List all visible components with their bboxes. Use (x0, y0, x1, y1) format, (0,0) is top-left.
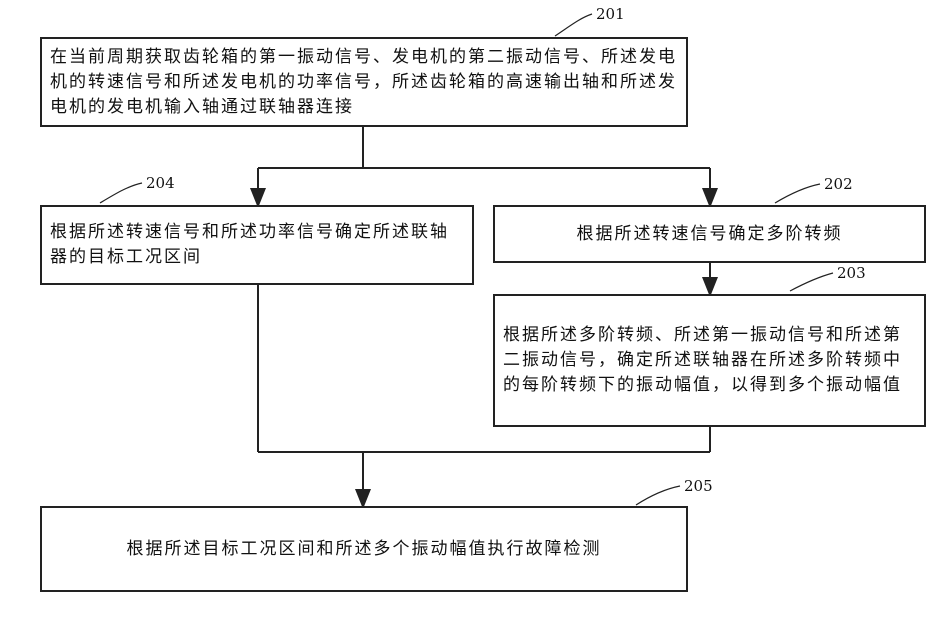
step-box-202: 根据所述转速信号确定多阶转频 (493, 205, 926, 263)
step-box-203: 根据所述多阶转频、所述第一振动信号和所述第二振动信号，确定所述联轴器在所述多阶转… (493, 294, 926, 427)
leader-203 (790, 273, 833, 291)
step-text-205: 根据所述目标工况区间和所述多个振动幅值执行故障检测 (119, 537, 610, 562)
leader-201 (555, 14, 592, 36)
leader-202 (775, 184, 820, 203)
step-text-204: 根据所述转速信号和所述功率信号确定所述联轴器的目标工况区间 (42, 220, 472, 270)
step-number-204: 204 (146, 174, 175, 192)
step-text-203: 根据所述多阶转频、所述第一振动信号和所述第二振动信号，确定所述联轴器在所述多阶转… (495, 323, 924, 398)
leader-204 (100, 183, 142, 203)
step-number-202: 202 (824, 175, 853, 193)
step-box-201: 在当前周期获取齿轮箱的第一振动信号、发电机的第二振动信号、所述发电机的转速信号和… (40, 37, 688, 127)
leader-205 (636, 486, 680, 505)
step-text-202: 根据所述转速信号确定多阶转频 (569, 222, 851, 247)
step-number-203: 203 (837, 264, 866, 282)
step-box-204: 根据所述转速信号和所述功率信号确定所述联轴器的目标工况区间 (40, 205, 474, 285)
step-number-205: 205 (684, 477, 713, 495)
step-number-201: 201 (596, 5, 625, 23)
step-box-205: 根据所述目标工况区间和所述多个振动幅值执行故障检测 (40, 506, 688, 592)
step-text-201: 在当前周期获取齿轮箱的第一振动信号、发电机的第二振动信号、所述发电机的转速信号和… (42, 45, 686, 120)
